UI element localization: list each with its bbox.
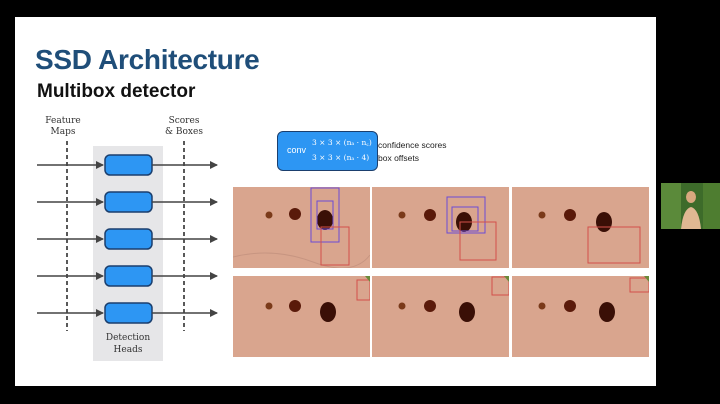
conv-layer-box: conv 3 × 3 × (nₐ · n꜀) 3 × 3 × (nₐ · 4)	[277, 131, 378, 171]
tick-photo-3	[512, 187, 649, 268]
multibox-diagram: Feature Maps Scores & Boxes Detection He…	[37, 116, 218, 361]
detection-head	[104, 228, 153, 250]
slide: SSD Architecture Multibox detector Featu…	[15, 17, 656, 386]
detection-heads-panel	[93, 146, 163, 361]
tick-photo-4	[233, 276, 370, 357]
detection-head	[104, 265, 153, 287]
offset-formula: 3 × 3 × (nₐ · 4)	[312, 153, 370, 162]
confidence-formula: 3 × 3 × (nₐ · n꜀)	[312, 138, 372, 147]
conv-label: conv	[287, 145, 307, 155]
scores-boxes-label-line2: & Boxes	[165, 127, 203, 137]
tick-photo-1	[233, 187, 370, 268]
tick-photo-6	[512, 276, 649, 357]
detection-head	[104, 154, 153, 176]
feature-maps-label-line2: Maps	[51, 127, 76, 137]
feature-maps-label: Feature	[45, 116, 81, 126]
detection-head	[104, 302, 153, 324]
presenter-video-thumbnail	[661, 183, 720, 229]
detection-heads-label: Detection	[106, 333, 150, 343]
box-offsets-label: box offsets	[378, 153, 419, 163]
scores-boxes-label: Scores	[169, 116, 200, 126]
tick-photo-2	[372, 187, 509, 268]
slide-subtitle: Multibox detector	[37, 81, 196, 102]
tick-photo-5	[372, 276, 509, 357]
detection-head	[104, 191, 153, 213]
slide-title: SSD Architecture	[35, 44, 260, 75]
detection-heads-label-line2: Heads	[114, 345, 143, 355]
confidence-scores-label: confidence scores	[378, 140, 447, 150]
